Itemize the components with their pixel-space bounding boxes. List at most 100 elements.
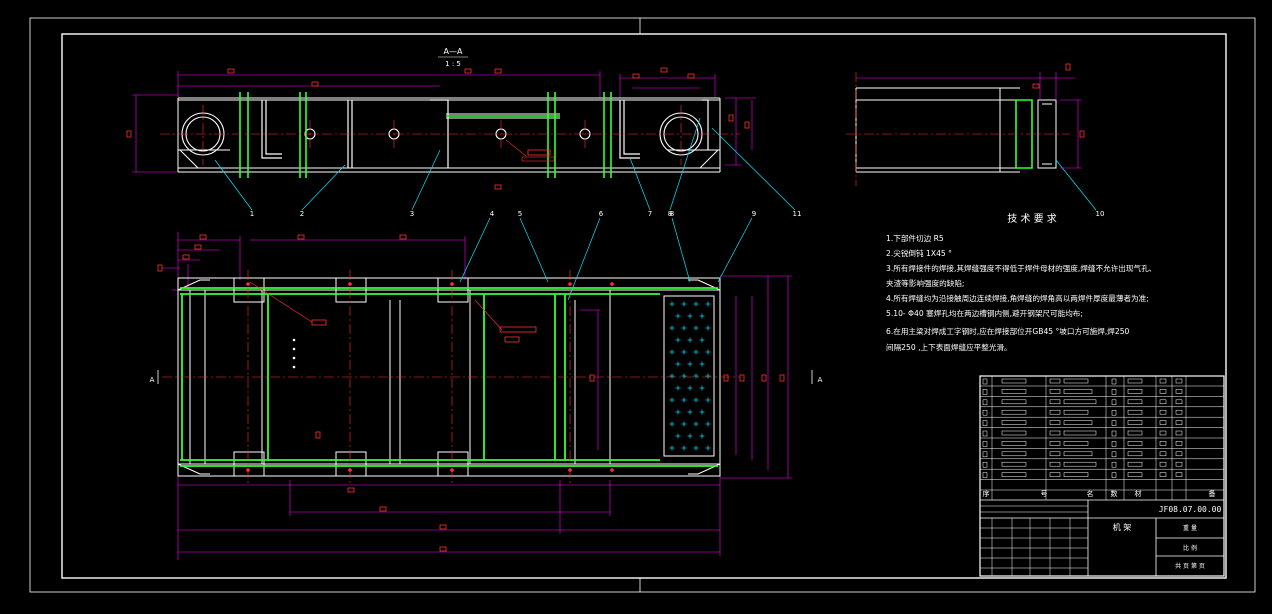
bom-header-remark: 备 (1209, 489, 1216, 498)
bom-cell-mark (1063, 399, 1097, 405)
bom-cell-mark (982, 420, 988, 426)
bom-cell-mark (982, 409, 988, 416)
section-scale: 1 : 5 (445, 60, 461, 68)
side-view: 10 (846, 63, 1104, 218)
bom-cell-mark (1159, 378, 1167, 384)
drawing-title: 机 架 (1113, 522, 1132, 532)
bom-cell-mark (982, 472, 988, 478)
bom-cell-mark (1127, 399, 1143, 405)
drawing-number: JF08.07.00.00 (1159, 505, 1222, 514)
callout-2: 2 (300, 210, 304, 218)
bom-cell-mark (1159, 430, 1167, 436)
bom-cell-mark (1049, 441, 1061, 446)
callout-8: 8 (668, 210, 672, 218)
bom-cell-mark (1001, 399, 1027, 405)
callout-6: 6 (599, 210, 604, 218)
bom-cell-mark (1175, 378, 1183, 384)
bom-cell-mark (1049, 399, 1061, 405)
bom-cell-mark (1063, 409, 1089, 415)
tech-heading: 技 术 要 求 (1007, 212, 1057, 225)
bom-cell-mark (982, 389, 988, 395)
bom-cell-mark (1111, 420, 1117, 426)
bom-cell-mark (1159, 409, 1167, 415)
tech-note-1: 1.下部件切边 R5 (886, 233, 944, 243)
bom-cell-mark (1175, 441, 1183, 446)
section-mark-right: A (818, 376, 823, 384)
bom-cell-mark (1001, 451, 1027, 457)
bom-cell-mark (1111, 461, 1117, 468)
bom-header-material: 材 (1135, 489, 1142, 498)
bom-cell-mark (1001, 472, 1027, 477)
scale-label: 比 例 (1183, 544, 1197, 552)
sheet-label: 共 页 第 页 (1175, 562, 1205, 570)
bom-cell-mark (1159, 472, 1167, 477)
bom-cell-mark (1049, 389, 1061, 394)
bom-cell-mark (1049, 409, 1061, 415)
plan-view: A A 4 5 6 8 9 (150, 210, 823, 560)
bom-cell-mark (1175, 389, 1183, 394)
bom-cell-mark (1127, 378, 1143, 384)
weight-label: 重 量 (1183, 524, 1197, 532)
bom-cell-mark (1175, 461, 1183, 467)
bom-cell-mark (1063, 378, 1089, 384)
bom-cell-mark (1159, 399, 1167, 405)
tech-note-6b: 间隔250 ,上下表面焊缝应平整光滑。 (886, 342, 1012, 352)
bom-cell-mark (1127, 430, 1143, 436)
bom-cell-mark (1159, 441, 1167, 446)
tech-note-2: 2.尖锐倒钝 1X45 ° (886, 248, 952, 258)
sheet-border (29, 17, 1256, 593)
bom-cell-mark (1111, 472, 1117, 478)
tech-note-4: 4.所有焊缝均为沿接触周边连续焊接,角焊缝的焊角高以两焊件厚度最薄者为准; (886, 293, 1149, 303)
title-block: 序 号 名 数 材 备 JF08.07.00.00 机 架 重 量 比 例 共 … (979, 375, 1225, 577)
bom-cell-mark (1175, 451, 1183, 457)
bom-cell-mark (1175, 472, 1183, 477)
bom-cell-mark (982, 430, 988, 437)
bom-cell-mark (1175, 420, 1183, 425)
bom-cell-mark (1111, 409, 1117, 416)
bom-cell-mark (1159, 451, 1167, 457)
callout-11: 11 (793, 210, 802, 218)
tech-note-3: 3.所有焊接件的焊接,其焊缝强度不得低于焊件母材的强度,焊缝不允许出现气孔、 (886, 263, 1156, 273)
bom-cell-mark (1111, 389, 1117, 395)
bom-cell-mark (1063, 451, 1093, 457)
bom-cell-mark (982, 461, 988, 468)
bom-cell-mark (1159, 420, 1167, 425)
bom-cell-mark (1001, 378, 1027, 384)
bom-cell-mark (1127, 441, 1143, 446)
bom-cell-mark (1049, 461, 1061, 467)
bom-header-no: 序 (983, 489, 990, 498)
bom-cell-mark (1127, 409, 1143, 415)
bom-cell-mark (1127, 420, 1143, 425)
bom-cell-mark (1063, 430, 1097, 436)
bom-cell-mark (1049, 430, 1061, 436)
bom-cell-mark (1049, 472, 1061, 477)
bom-cell-mark (982, 441, 988, 447)
bom-cell-mark (1001, 389, 1027, 394)
bom-cell-mark (1111, 378, 1117, 385)
bom-cell-mark (1063, 420, 1093, 425)
bom-cell-mark (1001, 461, 1027, 467)
callout-8b: 8 (670, 210, 674, 218)
bom-cell-mark (1111, 430, 1117, 437)
callout-9: 9 (752, 210, 756, 218)
callout-5: 5 (518, 210, 522, 218)
bom-cell-mark (1001, 409, 1027, 415)
bom-cell-mark (982, 451, 988, 458)
hatched-plate (663, 295, 715, 457)
tech-note-6: 6.在用主梁对焊成工字钢时,应在焊接部位开GB45 °坡口方可施焊,焊250 (886, 326, 1130, 336)
bom-cell-mark (1159, 461, 1167, 467)
bom-cell-mark (1127, 451, 1143, 457)
bom-cell-mark (1111, 441, 1117, 447)
bom-cell-mark (1049, 420, 1061, 425)
tech-note-5: 5.10- Φ40 塞焊孔均在两边槽钢内侧,避开钢架尺可能均布; (886, 308, 1083, 318)
callout-4: 4 (490, 210, 495, 218)
bom-cell-mark (1111, 451, 1117, 458)
section-label: A—A (444, 47, 463, 56)
callout-3: 3 (410, 210, 414, 218)
bom-cell-mark (1063, 441, 1089, 446)
bom-cell-mark (1127, 472, 1143, 477)
section-mark-left: A (150, 376, 155, 384)
bom-cell-mark (1175, 399, 1183, 405)
callout-1: 1 (250, 210, 254, 218)
